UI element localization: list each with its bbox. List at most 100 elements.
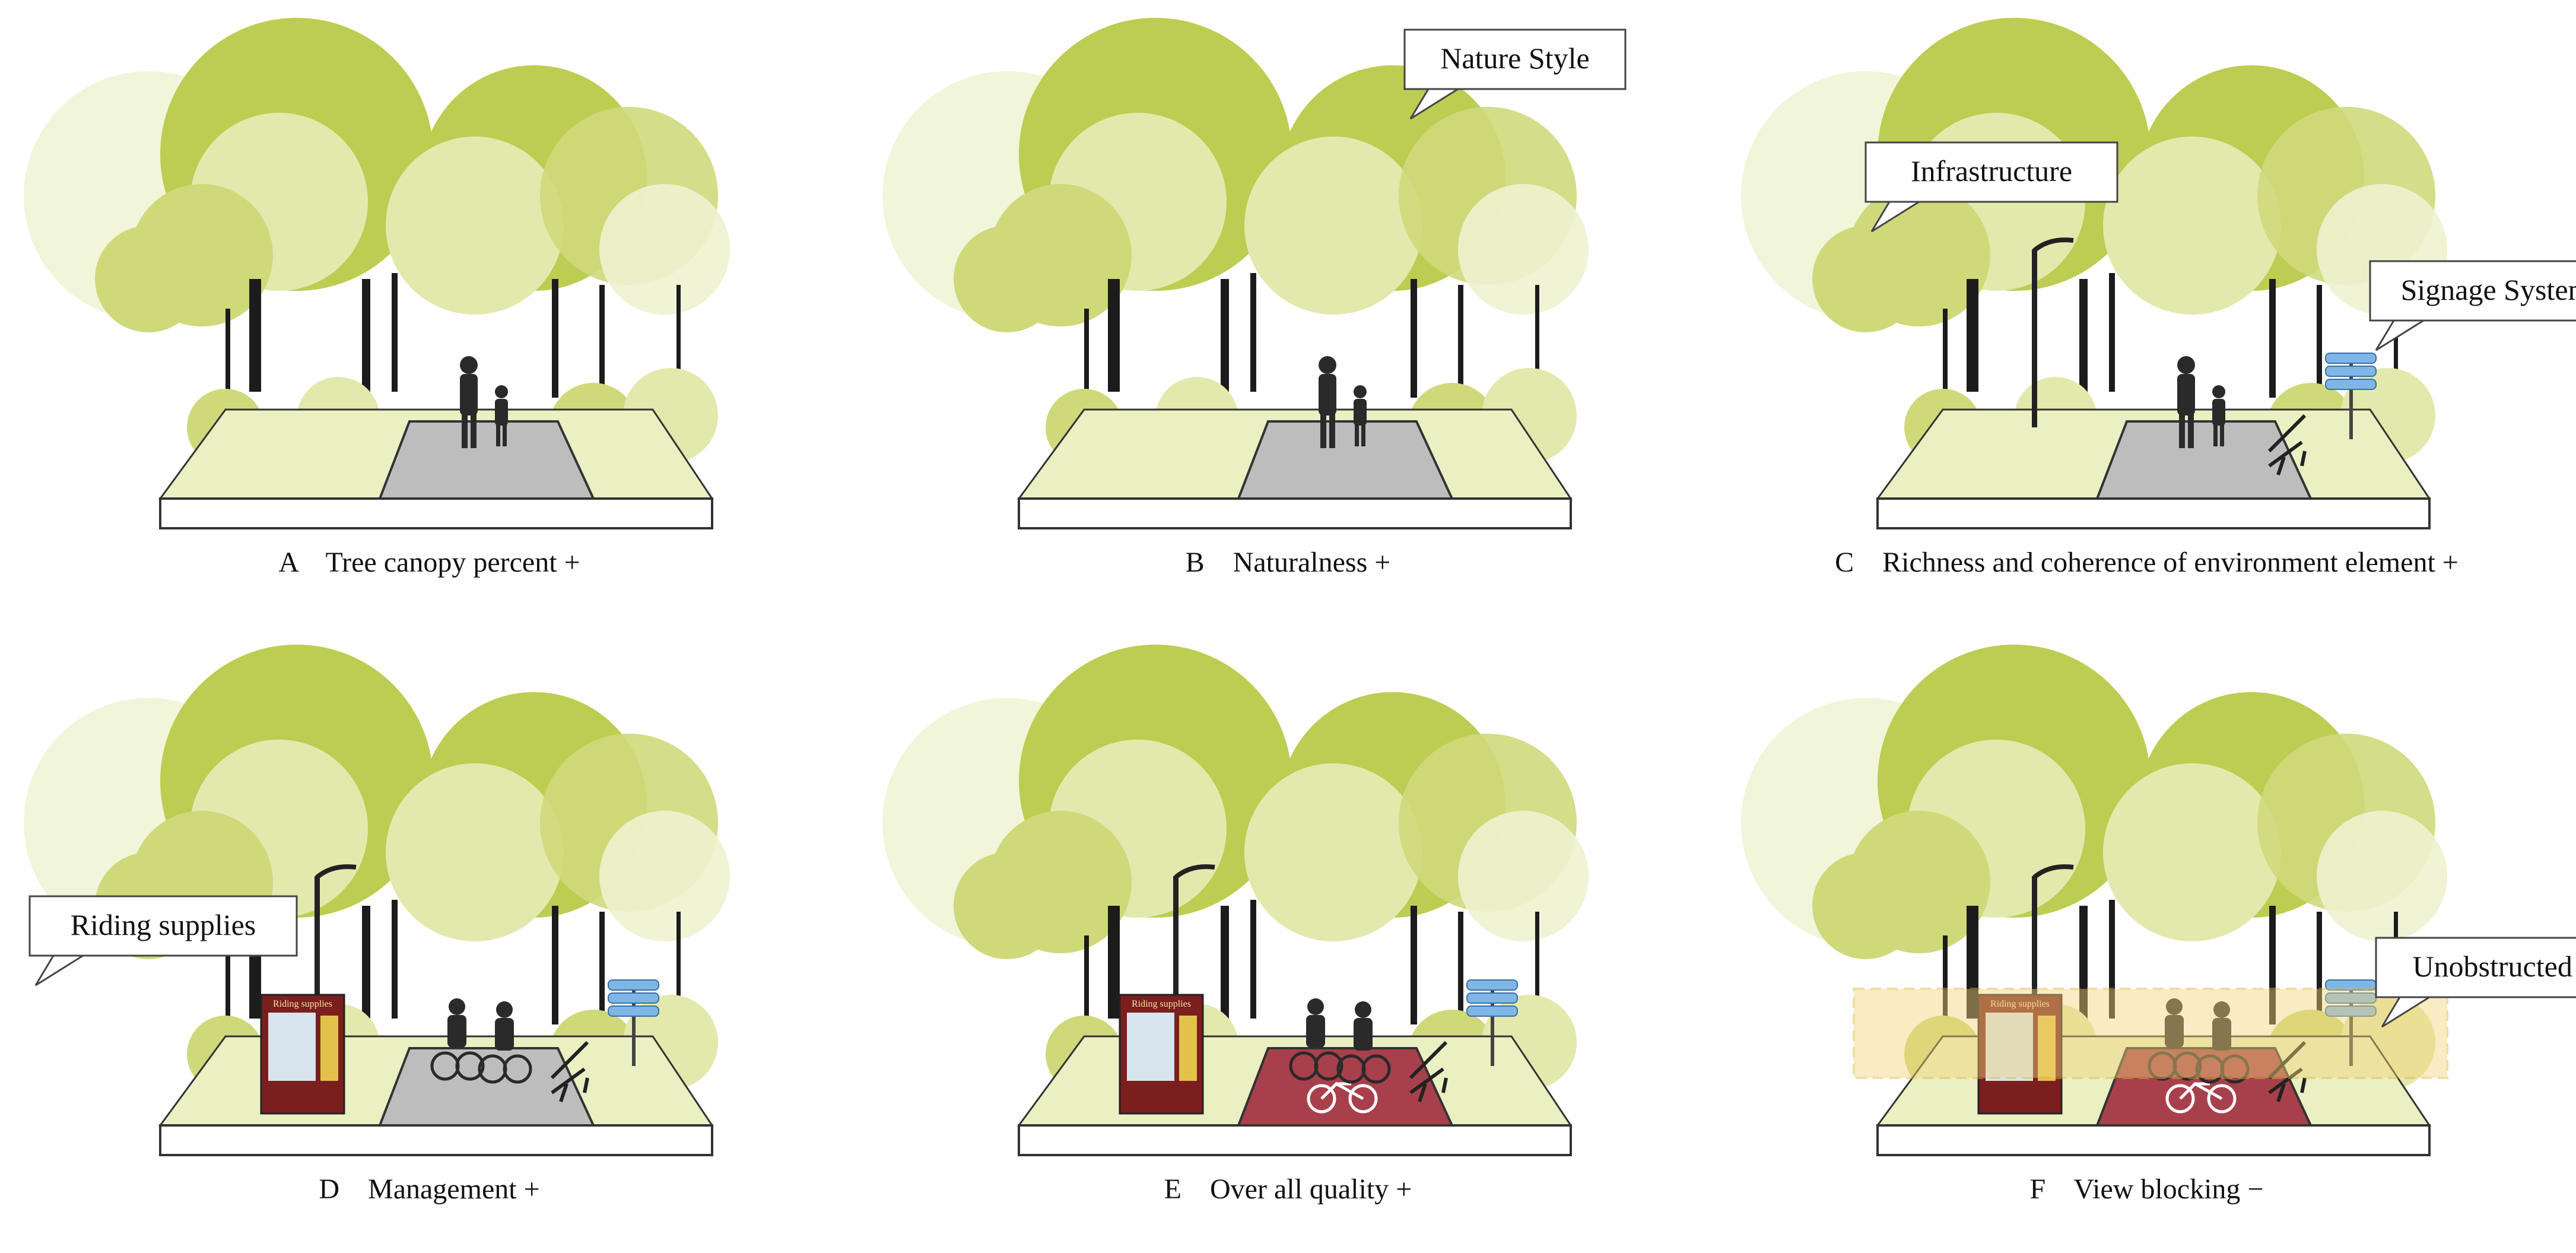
tree-canopy	[1244, 137, 1422, 315]
tree-trunk	[1535, 912, 1539, 1030]
scene-group	[882, 18, 1589, 529]
tree-trunk	[676, 912, 681, 1030]
callout-signage-system: Signage System	[2369, 260, 2576, 351]
tree-trunk	[1967, 906, 1978, 1019]
tree-trunk	[2109, 273, 2115, 392]
scene-illustration: Nature Style	[882, 18, 1627, 529]
panel-letter: A	[278, 547, 298, 578]
panel-caption-text: Naturalness +	[1233, 547, 1391, 578]
tree-trunk	[676, 285, 681, 404]
tree-trunk	[2109, 900, 2115, 1019]
tree-trunk	[2317, 285, 2322, 398]
tree-canopy	[1458, 811, 1589, 941]
panel-caption-text: View blocking −	[2073, 1173, 2264, 1205]
cyclists-icon	[430, 998, 532, 1084]
tree-canopy	[599, 184, 730, 315]
scene-group: Riding supplies	[882, 645, 1589, 1156]
panel-caption-text: Richness and coherence of environment el…	[1882, 547, 2459, 578]
callout-riding-supplies: Riding supplies	[28, 895, 298, 986]
panel-caption: C Richness and coherence of environment …	[1717, 546, 2576, 579]
svg-text:Unobstructed view: Unobstructed view	[2412, 950, 2576, 983]
signage-icon	[2325, 979, 2377, 1066]
tree-trunk	[1458, 912, 1463, 1024]
bench-icon	[550, 1041, 589, 1102]
tree-canopy	[386, 137, 564, 315]
tree-canopy	[386, 763, 564, 941]
svg-text:Riding supplies: Riding supplies	[71, 908, 256, 941]
tree-trunk	[552, 906, 558, 1024]
bicycle-lane-icon	[1307, 1081, 1378, 1114]
scene-illustration	[24, 18, 730, 529]
panel-caption: A Tree canopy percent +	[0, 546, 859, 579]
tree-trunk	[225, 935, 230, 1019]
panel-e: Riding supplies E Over all quality +	[859, 627, 1717, 1253]
svg-text:Nature Style: Nature Style	[1440, 42, 1589, 75]
panel-caption: D Management +	[0, 1173, 859, 1206]
svg-text:Signage System: Signage System	[2401, 273, 2576, 306]
cyclists-icon	[1289, 998, 1391, 1084]
tree-canopy	[954, 226, 1060, 332]
tree-trunk	[2317, 912, 2322, 1024]
tree-trunk	[1108, 906, 1120, 1019]
panel-letter: F	[2029, 1173, 2046, 1205]
panel-letter: D	[319, 1173, 340, 1205]
signage-icon	[1466, 979, 1518, 1066]
tree-trunk	[1411, 279, 1417, 398]
tree-trunk	[1221, 279, 1229, 404]
tree-trunk	[362, 906, 370, 1030]
scene-group	[1741, 18, 2447, 529]
ground-base	[159, 497, 713, 529]
svg-text:Infrastructure: Infrastructure	[1911, 154, 2072, 188]
tree-trunk	[2269, 906, 2276, 1024]
tree-canopy	[599, 811, 730, 941]
tree-trunk	[1943, 935, 1948, 1019]
panel-caption: F View blocking −	[1717, 1173, 2576, 1206]
signage-icon	[608, 979, 659, 1066]
panel-caption: B Naturalness +	[859, 546, 1717, 579]
vending-machine-label: Riding supplies	[1990, 999, 2050, 1009]
pedestrians-icon	[2177, 356, 2225, 448]
bench-icon	[2267, 1041, 2307, 1102]
scene-group: Riding supplies	[1741, 645, 2448, 1156]
tree-canopy	[95, 226, 202, 332]
scene-illustration: Riding supplies Unobstructed view	[1741, 645, 2576, 1156]
vending-machine-label: Riding supplies	[1132, 999, 1191, 1009]
vending-machine: Riding supplies	[1119, 994, 1204, 1115]
pedestrians-icon	[1319, 356, 1367, 448]
tree-trunk	[2079, 279, 2088, 404]
tree-trunk	[1458, 285, 1463, 398]
ground-base	[1018, 497, 1572, 529]
tree-trunk	[1084, 935, 1089, 1019]
tree-trunk	[1108, 279, 1120, 392]
tree-trunk	[1535, 285, 1539, 404]
ground-base	[1018, 1124, 1572, 1156]
tree-trunk	[1084, 309, 1089, 392]
panel-caption: E Over all quality +	[859, 1173, 1717, 1206]
ground-base	[159, 1124, 713, 1156]
vending-machine-label: Riding supplies	[273, 999, 332, 1009]
panel-b: Nature Style B Naturalness +	[859, 0, 1717, 626]
view-blocking-band	[1853, 988, 2448, 1079]
tree-trunk	[392, 900, 398, 1019]
tree-trunk	[599, 285, 605, 398]
callout-nature-style: Nature Style	[1403, 28, 1627, 120]
scene-illustration: Riding supplies	[882, 645, 1589, 1156]
tree-canopy	[1458, 184, 1589, 315]
vending-machine: Riding supplies	[260, 994, 345, 1115]
tree-canopy	[2103, 763, 2281, 941]
panel-a: A Tree canopy percent +	[0, 0, 859, 626]
tree-trunk	[1411, 906, 1417, 1024]
tree-trunk	[2394, 285, 2398, 404]
footpath	[1237, 420, 1454, 500]
vending-machine: Riding supplies	[1977, 994, 2063, 1115]
footpath	[2095, 420, 2313, 500]
tree-trunk	[1250, 900, 1256, 1019]
panel-caption-text: Over all quality +	[1210, 1173, 1412, 1205]
callout-infrastructure: Infrastructure	[1864, 141, 2118, 233]
tree-canopy	[2317, 811, 2447, 941]
tree-trunk	[2079, 906, 2088, 1030]
